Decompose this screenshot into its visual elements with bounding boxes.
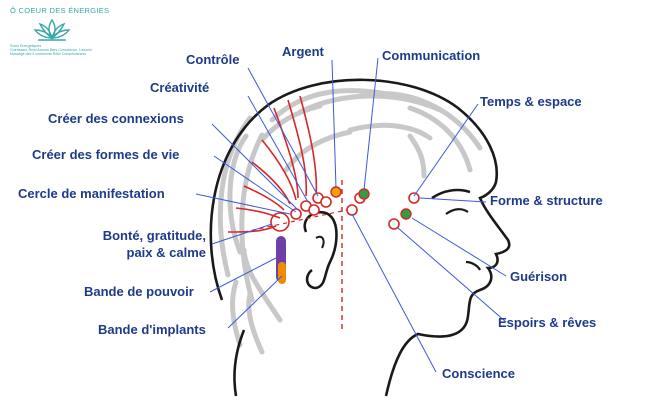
label-temps-espace: Temps & espace	[480, 94, 582, 109]
neck-back-outline	[233, 329, 246, 397]
ear-outline	[303, 211, 338, 290]
label-bonte-line1: Bonté, gratitude,	[102, 228, 206, 243]
brand-tagline-3: Massage des 5 continents Reiki Conscious…	[10, 52, 87, 57]
label-guerison: Guérison	[510, 269, 568, 284]
argent-point	[330, 186, 342, 198]
ear-inner	[315, 235, 325, 249]
label-espoirs-reves: Espoirs & rêves	[498, 315, 597, 330]
brand-tagline-1: Soins Énergétiques	[10, 44, 42, 48]
hair-strands	[217, 88, 483, 355]
guerison-point	[400, 208, 412, 220]
communication-point	[358, 188, 370, 200]
mouth	[465, 260, 481, 271]
label-bande-implants: Bande d'implants	[98, 322, 206, 337]
red-bars	[227, 95, 318, 233]
head-outline	[209, 78, 511, 397]
lotus-logo-icon	[33, 18, 71, 41]
leader-lines	[195, 57, 507, 373]
label-conscience: Conscience	[442, 366, 515, 381]
label-creer-formes-vie: Créer des formes de vie	[32, 147, 180, 162]
label-forme-structure: Forme & structure	[490, 193, 603, 208]
bande-implants-bar	[278, 262, 286, 284]
label-controle: Contrôle	[186, 52, 240, 67]
brand-tagline-2: Guérisseur Reiki Access Bars Conscience,…	[10, 48, 92, 53]
brand-name: Ô COEUR DES ÉNERGIES	[10, 6, 110, 15]
brand-block: Ô COEUR DES ÉNERGIES Soins Énergétiques …	[10, 6, 120, 57]
label-bonte-line2: paix & calme	[126, 245, 207, 260]
horizontal-dashed-line	[243, 207, 357, 233]
bonte-circle	[270, 212, 290, 232]
label-cercle-manifestation: Cercle de manifestation	[18, 186, 165, 201]
eyebrow	[431, 188, 471, 200]
label-argent: Argent	[282, 44, 324, 59]
label-communication: Communication	[382, 48, 481, 63]
label-creer-connexions: Créer des connexions	[48, 111, 184, 126]
label-bande-pouvoir: Bande de pouvoir	[84, 284, 194, 299]
eye	[445, 208, 469, 215]
energy-points	[290, 192, 420, 230]
label-creativite: Créativité	[150, 80, 210, 95]
